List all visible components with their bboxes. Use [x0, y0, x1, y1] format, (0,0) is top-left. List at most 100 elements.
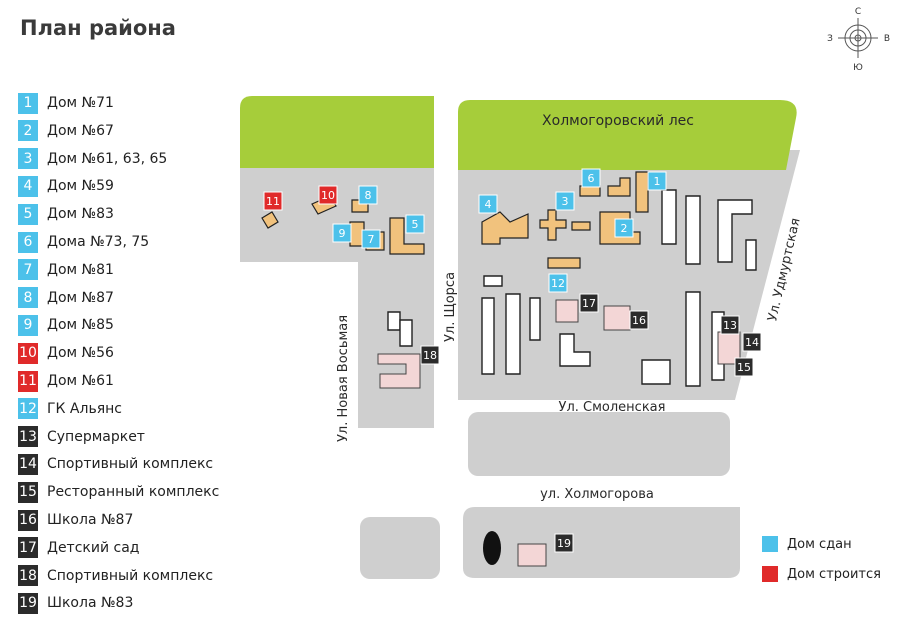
map-marker-16: 16: [629, 310, 649, 330]
legend-item-15: 15 Ресторанный комплекс: [18, 481, 219, 503]
west-block: [240, 168, 434, 262]
south-block-1: [468, 412, 730, 476]
map-marker-label: 1: [654, 175, 661, 188]
legend-badge: 4: [18, 175, 38, 197]
legend-badge: 9: [18, 314, 38, 336]
map-marker-10: 10: [318, 185, 338, 205]
map-marker-label: 8: [365, 189, 372, 202]
map-marker-label: 14: [745, 336, 759, 349]
compass-e: В: [884, 34, 890, 44]
status-building-label: Дом строится: [787, 566, 881, 582]
west-forest: [240, 96, 434, 168]
legend-badge: 17: [18, 537, 38, 559]
south-block-3: [463, 507, 740, 578]
map-marker-13: 13: [720, 315, 740, 335]
street-shchorsa: Ул. Щорса: [443, 272, 458, 342]
other-buildings: [387, 189, 757, 387]
forest-label: Холмогоровский лес: [542, 113, 694, 129]
south-block-2: [360, 517, 440, 579]
legend-label: Спортивный комплекс: [47, 567, 214, 584]
map-marker-5: 5: [405, 214, 425, 234]
legend-badge: 3: [18, 148, 38, 170]
map-marker-2: 2: [614, 218, 634, 238]
legend-badge: 15: [18, 481, 38, 503]
legend-item-16: 16 Школа №87: [18, 509, 133, 531]
legend-item-7: 7 Дом №81: [18, 259, 114, 281]
compass-icon: С Ю З В: [827, 7, 890, 73]
map-marker-label: 11: [266, 195, 280, 208]
legend-badge: 7: [18, 259, 38, 281]
legend-badge: 16: [18, 509, 38, 531]
legend-label: Дом №71: [47, 95, 114, 111]
map-marker-label: 13: [723, 319, 737, 332]
map-marker-12: 12: [548, 273, 568, 293]
legend-label: Дом №56: [47, 345, 114, 362]
map-marker-15: 15: [734, 357, 754, 377]
legend-label: Школа №87: [47, 512, 134, 528]
status-building-swatch: [762, 566, 778, 582]
legend-label: Супермаркет: [47, 428, 145, 445]
street-holmogorova: ул. Холмогорова: [540, 487, 654, 502]
map-marker-label: 12: [551, 277, 565, 290]
legend-label: Дома №73, 75: [47, 234, 150, 250]
map-marker-6: 6: [581, 168, 601, 188]
legend-label: Дом №83: [47, 206, 114, 223]
legend-badge: 6: [18, 231, 38, 253]
map-marker-9: 9: [332, 223, 352, 243]
legend-badge: 14: [18, 453, 38, 475]
legend-label: Дом №87: [47, 289, 114, 306]
legend-label: Дом №67: [47, 122, 114, 139]
legend-label: Дом №81: [47, 261, 114, 278]
map-marker-3: 3: [555, 191, 575, 211]
status-building: Дом строится: [762, 566, 881, 582]
map-marker-label: 5: [412, 218, 419, 231]
legend-item-4: 4 Дом №59: [18, 175, 114, 197]
legend-badge: 8: [18, 287, 38, 309]
map-marker-label: 3: [562, 195, 569, 208]
street-smolenskaya: Ул. Смоленская: [559, 400, 666, 415]
page-title: План района: [20, 16, 176, 40]
map-marker-label: 6: [588, 172, 595, 185]
map-marker-label: 19: [557, 537, 571, 550]
map-marker-label: 10: [321, 189, 335, 202]
map-marker-19: 19: [554, 533, 574, 553]
legend-badge: 18: [18, 565, 38, 587]
street-novaya-vosmaya: Ул. Новая Восьмая: [336, 315, 351, 442]
map-marker-7: 7: [361, 229, 381, 249]
map-marker-label: 7: [368, 233, 375, 246]
legend-item-6: 6 Дома №73, 75: [18, 231, 149, 253]
map-marker-label: 15: [737, 361, 751, 374]
legend-item-2: 2 Дом №67: [18, 120, 114, 142]
legend-label: Ресторанный комплекс: [47, 484, 220, 501]
map-marker-1: 1: [647, 171, 667, 191]
compass-n: С: [855, 7, 861, 17]
map-marker-4: 4: [478, 194, 498, 214]
stadium-icon: [483, 531, 501, 565]
map-marker-18: 18: [420, 345, 440, 365]
map-marker-label: 2: [621, 222, 628, 235]
legend-label: Спортивный комплекс: [47, 456, 214, 473]
legend-item-14: 14 Спортивный комплекс: [18, 453, 213, 475]
map-marker-label: 17: [582, 297, 596, 310]
status-built: Дом сдан: [762, 536, 852, 552]
map-marker-label: 18: [423, 349, 437, 362]
map-marker-17: 17: [579, 293, 599, 313]
legend-label: Дом №59: [47, 178, 114, 195]
legend-item-18: 18 Спортивный комплекс: [18, 565, 213, 587]
west-block-lower: [358, 262, 434, 428]
legend-badge: 2: [18, 120, 38, 142]
legend-badge: 19: [18, 592, 38, 614]
map-marker-label: 4: [485, 198, 492, 211]
map-marker-11: 11: [263, 191, 283, 211]
legend-badge: 12: [18, 398, 38, 420]
compass-w: З: [827, 34, 833, 44]
